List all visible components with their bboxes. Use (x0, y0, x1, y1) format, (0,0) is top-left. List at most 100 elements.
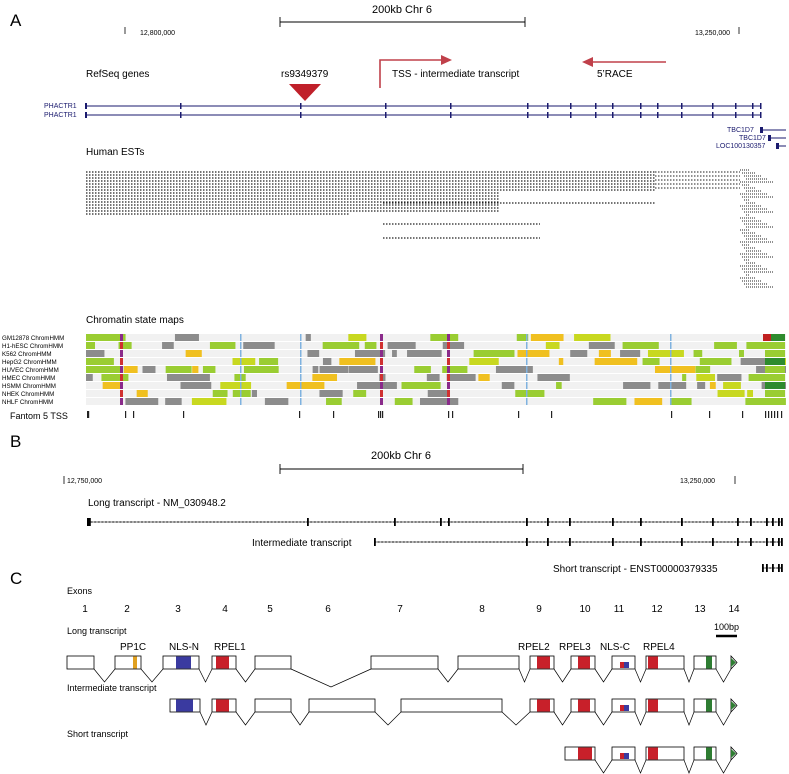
cell-line-label: NHLF ChromHMM (2, 399, 53, 406)
exon-mark (612, 103, 614, 109)
gene-label-tbc1d7-a: TBC1D7 (727, 127, 754, 134)
chromatin-segment (240, 398, 242, 405)
chromatin-segment (530, 334, 564, 341)
exon-number: 11 (614, 604, 625, 615)
fantom-tss-tick (781, 411, 783, 418)
exon-mark (450, 112, 452, 118)
chromatin-segment (495, 366, 533, 373)
exon-mark (760, 103, 762, 109)
long-transcript-exon (569, 518, 571, 526)
cell-line-label: HMEC ChromHMM (2, 375, 55, 382)
fantom-tss-tick (551, 411, 553, 418)
chromatin-segment (125, 398, 159, 405)
chromatin-segment (670, 390, 672, 397)
chromatin-segment (243, 342, 275, 349)
exon-mark (752, 112, 754, 118)
short-transcript-exon (778, 564, 780, 572)
panel-b-letter: B (10, 432, 21, 451)
chromatin-segment (380, 374, 383, 381)
long-transcript-exon (457, 655, 520, 670)
chromatin-segment (305, 334, 311, 341)
cell-line-label: K562 ChromHMM (2, 351, 52, 358)
intermediate-transcript-domain-nls (624, 705, 629, 711)
fantom-tss-tick (771, 411, 773, 418)
fantom-tss-tick (299, 411, 301, 418)
chromatin-segment (120, 398, 123, 405)
long-transcript-intron (290, 668, 372, 688)
exon-mark (180, 103, 182, 109)
chromatin-segment (765, 366, 785, 373)
exon-number: 4 (222, 604, 228, 615)
fantom-tss-tick (518, 411, 520, 418)
exon-number: 3 (175, 604, 181, 615)
fantom-tss-tick (87, 411, 89, 418)
chromatin-segment (442, 366, 468, 373)
race-label: 5’RACE (597, 69, 633, 80)
chromatin-segment (594, 358, 638, 365)
chromatin-segment (654, 366, 696, 373)
chromatin-segment (380, 398, 383, 405)
chromatin-segment (401, 382, 441, 389)
chromatin-segment (526, 358, 528, 365)
exon-number: 5 (267, 604, 273, 615)
long-transcript-exon (766, 518, 768, 526)
fantom-tss-tick (133, 411, 135, 418)
chromatin-segment (243, 366, 279, 373)
intermediate-transcript-exon (766, 538, 768, 546)
chromatin-segment (86, 350, 105, 357)
panel-b-long-label: Long transcript - NM_030948.2 (88, 498, 226, 509)
long-transcript-exon (448, 518, 450, 526)
exon-structures (66, 654, 738, 774)
long-transcript-exon (88, 518, 90, 526)
chromatin-segment (300, 390, 302, 397)
chromatin-segment (212, 390, 228, 397)
chromatin-segment (526, 382, 528, 389)
chromatin-segment (357, 382, 397, 389)
intermediate-transcript-exon (750, 538, 752, 546)
exon-number: 2 (124, 604, 130, 615)
gene-label-phactr1-b: PHACTR1 (44, 112, 77, 119)
chromatin-segment (670, 334, 672, 341)
chromatin-segment (526, 334, 528, 341)
chromatin-segment (240, 390, 242, 397)
chromatin-segment (259, 358, 279, 365)
exon-mark (547, 103, 549, 109)
long-transcript-intron (553, 668, 572, 683)
short-transcript-domain-rpel (648, 747, 658, 760)
chromatin-segment (765, 390, 785, 397)
long-transcript-intron (93, 668, 116, 683)
chromatin-segment (192, 366, 199, 373)
exon-mark (760, 112, 762, 118)
chromatin-segment (723, 382, 741, 389)
chromatin-segment (322, 358, 332, 365)
chromatin-segment (300, 350, 302, 357)
exon-mark (300, 103, 302, 109)
chromatin-segment (642, 358, 660, 365)
chromatin-segment (380, 350, 383, 357)
chromatin-segment (714, 342, 737, 349)
chromatin-segment (118, 342, 132, 349)
chromatin-segment (120, 334, 123, 341)
cell-line-label: HSMM ChromHMM (2, 383, 56, 390)
chromatin-segment (670, 350, 672, 357)
chromatin-segment (699, 358, 732, 365)
short-transcript-intron (715, 759, 732, 774)
cell-line-label: HepG2 ChromHMM (2, 359, 57, 366)
short-transcript-label: Short transcript (67, 729, 129, 739)
chromatin-segment (232, 390, 251, 397)
chromatin-segment (300, 334, 302, 341)
chromatin-segment (120, 342, 123, 349)
chromatin-segment (593, 398, 627, 405)
chromatin-segment (380, 342, 383, 349)
intermediate-transcript-domain-rpel (537, 699, 550, 712)
chromatin-segment (765, 342, 785, 349)
long-transcript-exon (681, 518, 683, 526)
chromatin-segment (387, 342, 416, 349)
intermediate-transcript-intron (553, 711, 572, 726)
chromatin-segment (394, 398, 413, 405)
chromatin-segment (101, 374, 129, 381)
short-transcript-intron (594, 759, 613, 774)
panel-a-coord-left: 12,800,000 (140, 30, 175, 37)
chromatin-segment (515, 390, 545, 397)
chromatin-segment (682, 374, 687, 381)
